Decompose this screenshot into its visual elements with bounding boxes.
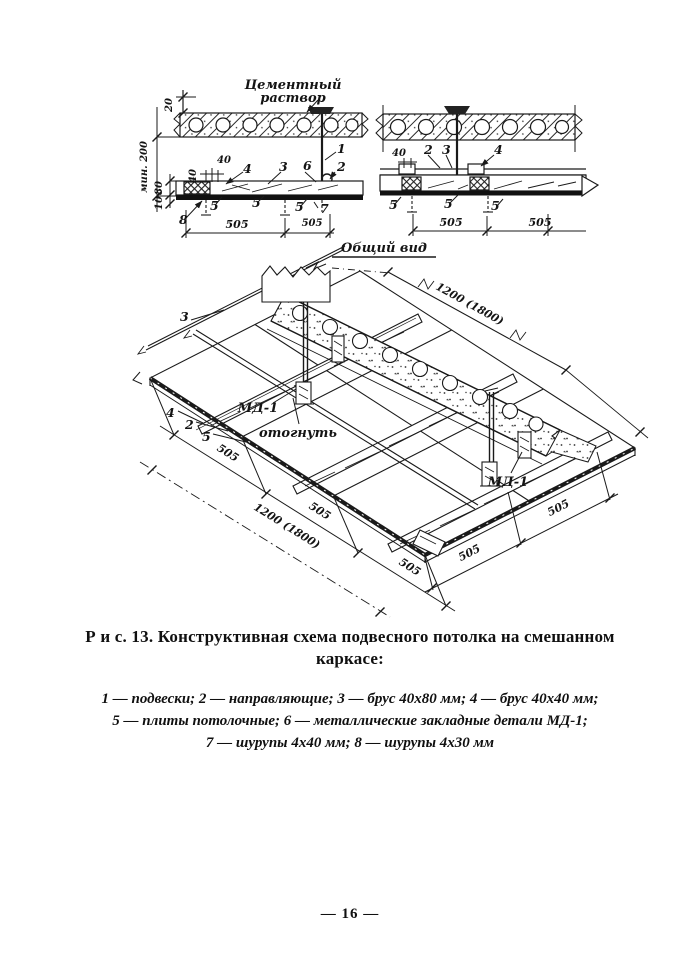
- bottom-dims-left: [180, 210, 336, 239]
- dim-10-label: 10: [154, 196, 165, 210]
- dim-bottom-right: [424, 451, 619, 594]
- axo-leaders: [177, 309, 523, 474]
- dim-505-right-b: 505: [529, 216, 552, 229]
- part-label-5e: 5: [444, 196, 453, 211]
- page-number: — 16 —: [320, 906, 380, 922]
- bottom-dims-right: [407, 214, 586, 237]
- axonometric-view: 3 4 2 5 МД-1 МД-1 отогнуть 1200 (1800) 5…: [132, 245, 649, 618]
- axo-part-label-2: 2: [184, 417, 194, 432]
- dim-40-vert-label: 40: [188, 169, 199, 183]
- dim-1200-top: 1200 (1800): [434, 280, 506, 328]
- beam-layer-left: [175, 168, 364, 200]
- figure-legend: 1 — подвески; 2 — направляющие; 3 — брус…: [0, 688, 700, 754]
- part-label-7: 7: [320, 201, 329, 216]
- hangers: [294, 302, 532, 557]
- axo-part-label-5: 5: [202, 429, 211, 444]
- dim-top: [382, 266, 649, 439]
- part-label-8: 8: [179, 212, 188, 227]
- bend-note-label: отогнуть: [259, 426, 337, 441]
- dim-505-bl-a: 505: [215, 441, 241, 464]
- dim-40-label: 40: [217, 155, 231, 166]
- md1-label-right: МД-1: [487, 475, 528, 490]
- screws-left: [201, 200, 323, 216]
- cement-label-line2: раствор: [260, 91, 325, 106]
- dim-505-br-b: 505: [545, 497, 571, 519]
- part-label-5c: 5: [295, 199, 304, 214]
- part-label-3: 3: [279, 159, 288, 174]
- dim-505-br-a: 505: [456, 542, 482, 564]
- beam-layer-right: [379, 174, 600, 198]
- hanger-block: [261, 265, 391, 303]
- part-label-4-right: 4: [494, 142, 503, 157]
- part-label-2-right: 2: [423, 142, 433, 157]
- part-label-3-right: 3: [442, 142, 451, 157]
- general-view-label: Общий вид: [341, 241, 427, 256]
- dim-80-label: 80: [154, 181, 165, 195]
- leaders-right: [394, 154, 504, 207]
- part-label-5d: 5: [389, 197, 398, 212]
- mortar-blob-left: [308, 107, 334, 114]
- dim-505-bl-c: 505: [397, 555, 423, 578]
- dim-min200-label: мин. 200: [139, 141, 150, 193]
- dim-40-right-label: 40: [392, 148, 406, 159]
- figure-caption-line2: каркасе:: [315, 649, 385, 668]
- section-detail-left: Цементный раствор 20 мин. 200 80 10 40 4…: [139, 78, 369, 239]
- part-label-2: 2: [336, 159, 346, 174]
- figure-legend-line3: 7 — шурупы 4x40 мм; 8 — шурупы 4x30 мм: [205, 735, 495, 751]
- mortar-blob-right: [444, 106, 470, 114]
- vertical-dims-left: [151, 91, 196, 212]
- part-label-5f: 5: [491, 198, 500, 213]
- leaders-left: [185, 99, 337, 219]
- axo-part-label-4: 4: [166, 405, 175, 420]
- general-view-title: Общий вид: [305, 241, 436, 271]
- slab-right: [375, 105, 583, 152]
- slab-left: [173, 90, 369, 138]
- axo-part-label-3: 3: [180, 309, 189, 324]
- figure-caption: Р и с. 13. Конструктивная схема подвесно…: [0, 626, 700, 670]
- dim-505-left-b: 505: [302, 218, 323, 229]
- figure-13-drawing: Цементный раствор 20 мин. 200 80 10 40 4…: [132, 78, 649, 618]
- section-detail-right: 40 2 3 4 5 5 5 505 505: [375, 105, 600, 237]
- part-label-4: 4: [243, 161, 252, 176]
- runner-rails: [136, 245, 479, 510]
- dim-505-right-a: 505: [440, 216, 463, 229]
- part-label-5b: 5: [252, 195, 261, 210]
- screws-right: [407, 196, 493, 213]
- dim-505-bl-b: 505: [307, 499, 333, 522]
- figure-caption-line1: Р и с. 13. Конструктивная схема подвесно…: [85, 627, 615, 646]
- md1-label-left: МД-1: [237, 401, 278, 416]
- dim-505-left-a: 505: [226, 218, 249, 231]
- figure-legend-line2: 5 — плиты потолочные; 6 — металлические …: [112, 713, 588, 729]
- dim-20-label: 20: [164, 98, 175, 113]
- part-label-5a: 5: [210, 198, 219, 213]
- part-label-6: 6: [303, 158, 312, 173]
- figure-legend-line1: 1 — подвески; 2 — направляющие; 3 — брус…: [101, 691, 599, 707]
- part-label-1: 1: [337, 141, 346, 156]
- dim-bottom-left: [139, 377, 456, 618]
- cement-label-line1: Цементный: [244, 78, 342, 93]
